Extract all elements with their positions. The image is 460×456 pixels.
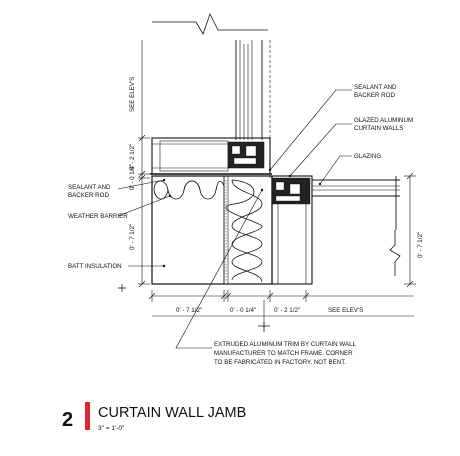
label-sealant-backer-right-1: SEALANT AND [354,84,397,91]
annotations: SEALANT AND BACKER ROD GLAZED ALUMINUM C… [68,84,413,366]
dim-h-2-half: 0' - 2 1/2" [274,307,300,314]
label-batt-insulation: BATT INSULATION [68,263,122,270]
bottom-dimension-lines [148,290,414,330]
dim-v-7-half-right: 0' - 7 1/2" [417,232,424,258]
detail-number: 2 [62,409,73,431]
bottom-note-line-3: TO BE FABRICATED IN FACTORY, NOT BENT. [214,359,346,366]
label-glazed-aluminum-1: GLAZED ALUMINUM [354,117,413,124]
leader-arrowheads [162,168,322,268]
right-dimension-lines [404,172,416,288]
dim-v-quarter: 0' - 0 1/4" [129,164,136,190]
detail-title: CURTAIN WALL JAMB [98,405,246,421]
break-lines [152,12,401,276]
dimension-text: SEE ELEV'S 0' - 2 1/2" 0' - 0 1/4" 0' - … [129,77,424,314]
dim-h-7-half: 0' - 7 1/2" [176,307,202,314]
label-glazing: GLAZING [354,153,381,160]
frame-head [150,137,272,175]
label-glazed-aluminum-2: CURTAIN WALLS [354,125,403,132]
label-sealant-backer-left-2: BACKER ROD [68,192,109,199]
dim-v-2-half: 0' - 2 1/2" [129,144,136,170]
label-sealant-backer-left-1: SEALANT AND [68,184,111,191]
batt-insulation-top [153,180,225,200]
title-accent-bar [85,402,90,430]
detail-scale: 3" = 1'-0" [98,425,125,432]
leader-lines [117,89,352,349]
dim-see-elevs-bottom: SEE ELEV'S [328,307,363,314]
title-block: 2 CURTAIN WALL JAMB 3" = 1'-0" [62,402,246,432]
left-dimension-lines [138,40,150,288]
label-sealant-backer-right-2: BACKER ROD [354,92,395,99]
dim-h-quarter: 0' - 0 1/4" [230,307,256,314]
glazing-assembly [271,175,400,285]
bottom-note-line-2: MANUFACTURER TO MATCH FRAME. CORNER [214,350,353,357]
bottom-note-line-1: EXTRUDED ALUMINUM TRIM BY CURTAIN WALL [214,341,357,348]
dim-v-7-half-left: 0' - 7 1/2" [129,224,136,250]
centerline-markers [118,284,270,332]
label-weather-barrier: WEATHER BARRIER [68,213,128,220]
batt-insulation-vertical [225,179,263,283]
dim-see-elevs-left: SEE ELEV'S [129,77,136,112]
